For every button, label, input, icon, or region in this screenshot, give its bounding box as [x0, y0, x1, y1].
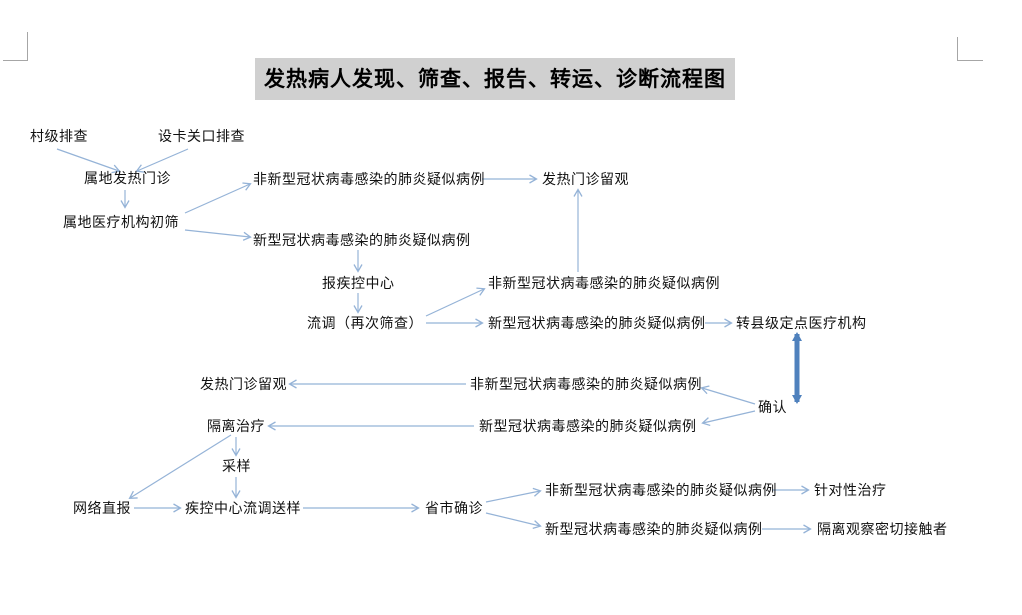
edge-checkpoint-screening--local-fever-clinic: [135, 148, 189, 173]
edge-confirm--non-ncov-case-confirm: [700, 385, 756, 405]
node-report-cdc: 报疾控中心: [322, 277, 395, 292]
node-non-ncov-case-final: 非新型冠状病毒感染的肺炎疑似病例: [545, 484, 777, 499]
node-provincial-diagnosis: 省市确诊: [425, 502, 483, 517]
edge-local-medical-prescreen--ncov-case-initial: [184, 229, 252, 241]
node-local-medical-prescreen: 属地医疗机构初筛: [63, 216, 179, 231]
edge-provincial-diagnosis--non-ncov-case-final: [485, 487, 542, 503]
node-epi-investigation: 流调（再次筛查）: [307, 317, 423, 332]
node-isolation-treatment: 隔离治疗: [207, 420, 265, 435]
node-sampling: 采样: [222, 460, 251, 475]
page-corner-mark-right: [957, 37, 983, 61]
edge-village-screening--local-fever-clinic: [56, 148, 121, 174]
edge-confirm--ncov-case-confirm: [701, 410, 756, 427]
edge-local-medical-prescreen--non-ncov-case-initial: [184, 182, 252, 214]
node-isolate-close-contacts: 隔离观察密切接触者: [817, 523, 948, 538]
edge-lines: [56, 148, 812, 534]
edge-epi-investigation--non-ncov-case-recheck: [425, 287, 486, 317]
edge-provincial-diagnosis--ncov-case-final: [485, 512, 542, 529]
page-corner-mark-left: [3, 32, 28, 61]
node-village-screening: 村级排查: [30, 130, 88, 145]
node-ncov-case-initial: 新型冠状病毒感染的肺炎疑似病例: [253, 234, 471, 249]
node-fever-clinic-observation-1: 发热门诊留观: [542, 173, 629, 188]
node-cdc-sample-delivery: 疾控中心流调送样: [185, 502, 301, 517]
node-county-designated-hospital: 转县级定点医疗机构: [736, 317, 867, 332]
node-ncov-case-recheck: 新型冠状病毒感染的肺炎疑似病例: [488, 317, 706, 332]
node-confirm: 确认: [758, 401, 787, 416]
flowchart-title: 发热病人发现、筛查、报告、转运、诊断流程图: [255, 58, 735, 100]
node-targeted-treatment: 针对性治疗: [814, 484, 887, 499]
edge-isolation-treatment--network-direct-report: [128, 434, 232, 499]
node-network-direct-report: 网络直报: [73, 502, 131, 517]
node-local-fever-clinic: 属地发热门诊: [84, 172, 171, 187]
node-non-ncov-case-recheck: 非新型冠状病毒感染的肺炎疑似病例: [488, 277, 720, 292]
node-non-ncov-case-confirm: 非新型冠状病毒感染的肺炎疑似病例: [470, 378, 702, 393]
node-non-ncov-case-initial: 非新型冠状病毒感染的肺炎疑似病例: [253, 173, 485, 188]
node-checkpoint-screening: 设卡关口排查: [158, 130, 245, 145]
node-ncov-case-final: 新型冠状病毒感染的肺炎疑似病例: [545, 523, 763, 538]
node-fever-clinic-observation-2: 发热门诊留观: [200, 378, 287, 393]
node-ncov-case-confirm: 新型冠状病毒感染的肺炎疑似病例: [479, 420, 697, 435]
